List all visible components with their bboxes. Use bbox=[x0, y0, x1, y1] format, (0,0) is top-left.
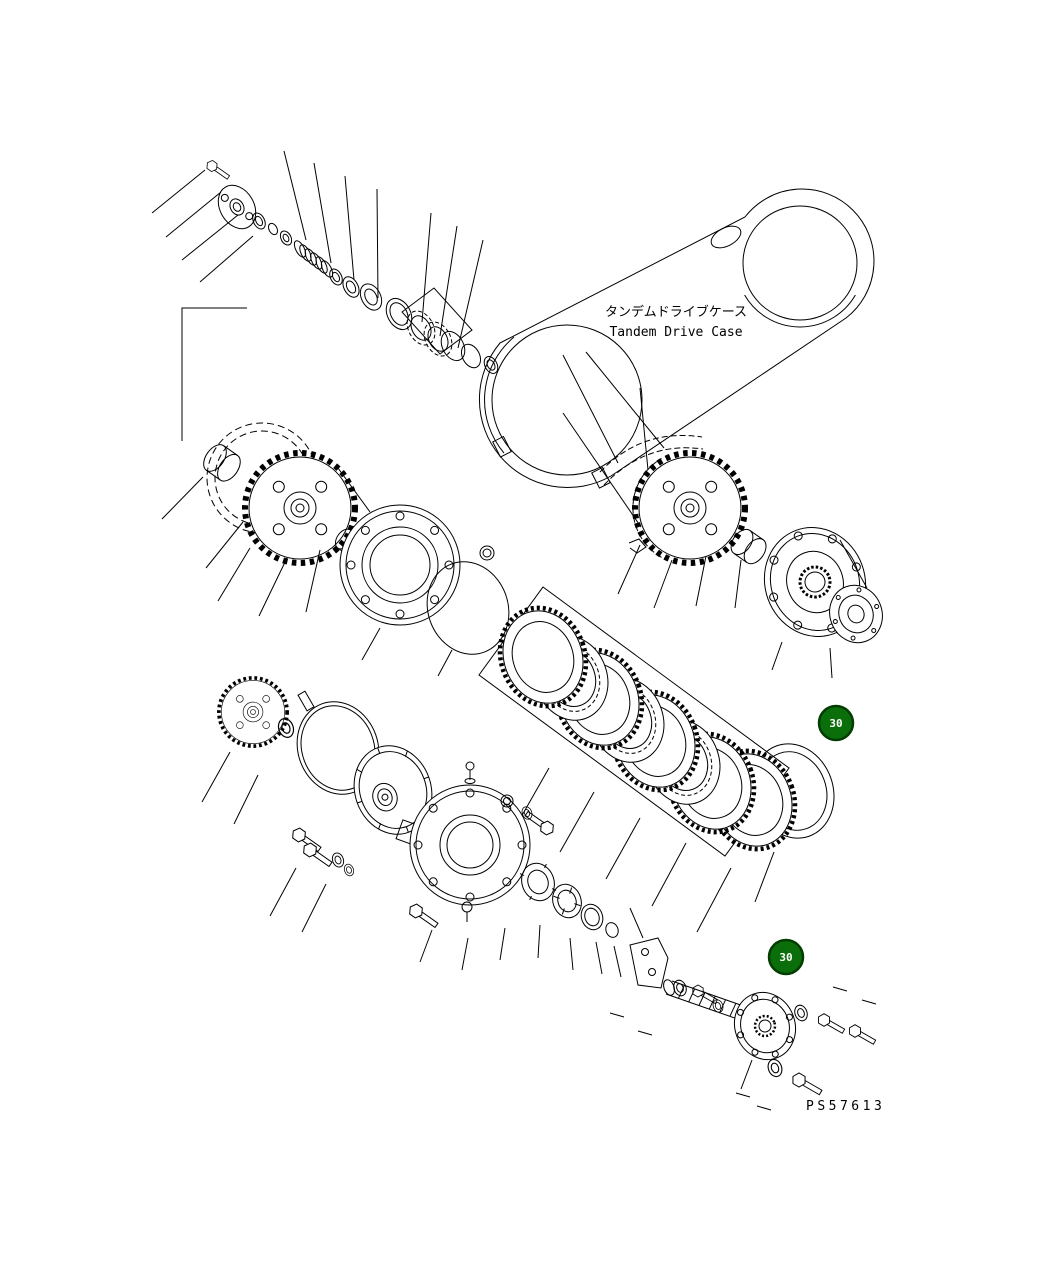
drive-chain bbox=[599, 434, 703, 473]
sprocket-right bbox=[635, 453, 745, 563]
wave-disc bbox=[423, 321, 453, 357]
key bbox=[297, 690, 315, 712]
callout-30-lower[interactable]: 30 bbox=[767, 938, 805, 976]
washer bbox=[342, 862, 356, 878]
washer bbox=[792, 1002, 810, 1024]
left-sprocket-assembly bbox=[161, 422, 364, 617]
oil-seal bbox=[552, 883, 582, 919]
right-sprocket-assembly bbox=[562, 354, 767, 609]
clip bbox=[628, 538, 647, 554]
gasket-ring bbox=[426, 561, 510, 655]
bushing bbox=[203, 444, 241, 482]
flange-plate bbox=[217, 184, 257, 230]
washer bbox=[765, 1056, 785, 1080]
bearing bbox=[359, 283, 383, 311]
axle-flange bbox=[734, 991, 796, 1061]
case-label-en: Tandem Drive Case bbox=[609, 325, 742, 340]
callout-30-upper[interactable]: 30 bbox=[817, 704, 855, 742]
bearing-cage-cover bbox=[337, 467, 510, 677]
callout-label: 30 bbox=[779, 951, 792, 964]
bolt bbox=[204, 158, 232, 182]
bearing bbox=[342, 276, 360, 298]
o-ring bbox=[460, 343, 482, 369]
axle-shaft-assembly bbox=[609, 907, 878, 1111]
sprocket-small bbox=[217, 676, 289, 748]
callout-label: 30 bbox=[829, 717, 842, 730]
brake-housing-cover bbox=[395, 761, 622, 978]
lower-left-gear-set bbox=[201, 676, 433, 933]
bushing bbox=[730, 528, 767, 565]
case-label-ja: タンデムドライブケース bbox=[605, 304, 747, 320]
washer bbox=[605, 922, 619, 938]
callout-circle[interactable] bbox=[767, 938, 805, 976]
clutch-pack bbox=[478, 586, 835, 933]
exploded-parts-top-left bbox=[204, 158, 499, 374]
bracket-plate bbox=[629, 907, 669, 989]
tandem-drive-case bbox=[478, 188, 875, 528]
bolt bbox=[846, 1022, 878, 1048]
spring-washer bbox=[330, 850, 346, 870]
bolt bbox=[789, 1070, 825, 1099]
final-drive-hub bbox=[763, 527, 883, 679]
bolt bbox=[406, 901, 441, 931]
leader-lines-top-left bbox=[151, 150, 484, 441]
plug bbox=[461, 901, 473, 922]
retainer-ring bbox=[580, 903, 604, 931]
drawing-code: PS57613 bbox=[806, 1099, 885, 1114]
brake-disc bbox=[353, 745, 433, 835]
callout-circle[interactable] bbox=[817, 704, 855, 742]
breather-plug bbox=[464, 761, 476, 784]
bolt bbox=[689, 983, 720, 1007]
spring bbox=[293, 240, 334, 278]
bolt bbox=[815, 1011, 847, 1037]
